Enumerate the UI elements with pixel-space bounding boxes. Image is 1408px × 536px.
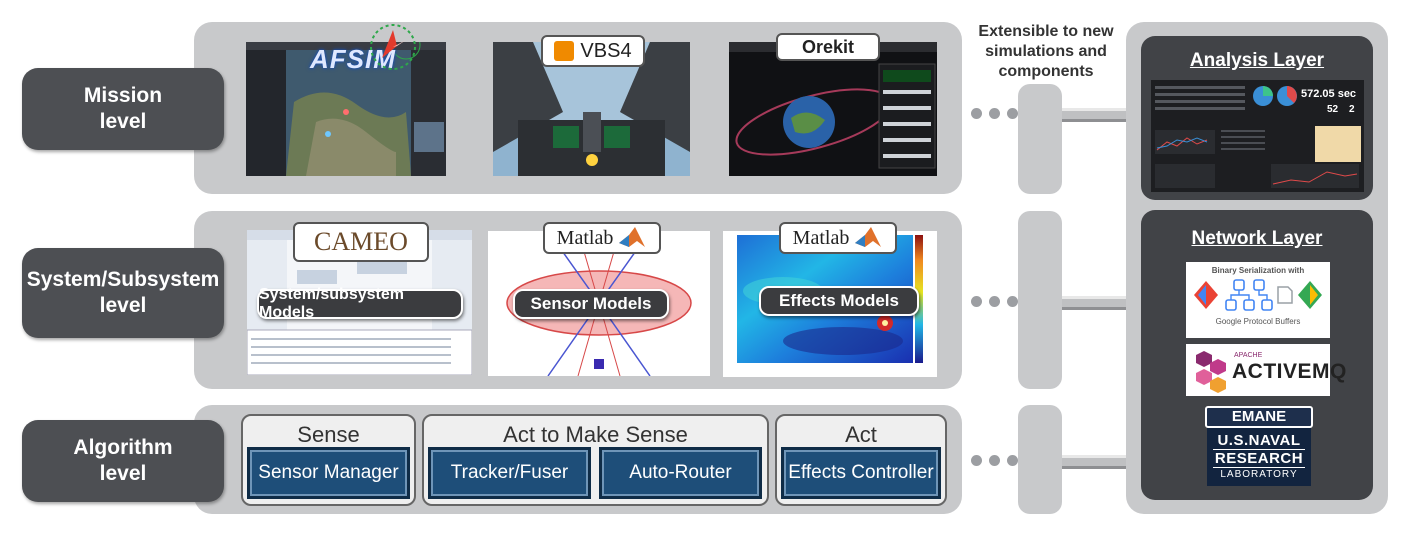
analysis-layer-title: Analysis Layer — [1189, 50, 1325, 71]
activemq-icon — [1196, 351, 1226, 393]
sense-group-title: Sense — [297, 422, 360, 447]
emane-label: EMANE — [1205, 406, 1313, 428]
effects-controller-box: Effects Controller — [781, 447, 941, 499]
sensor-manager-box: Sensor Manager — [247, 447, 410, 499]
nrl-line1: U.S.NAVAL — [1217, 432, 1301, 449]
tracker-fuser-box: Tracker/Fuser — [428, 447, 591, 499]
cameo-label: CAMEO — [314, 227, 408, 256]
activemq-name: ACTIVEMQ — [1232, 360, 1347, 383]
sensor-models-label: Sensor Models — [513, 289, 669, 319]
network-layer-title: Network Layer — [1191, 228, 1323, 249]
activemq-small: APACHE — [1234, 352, 1263, 359]
protobuf-logo: Binary Serialization with Google Protoco… — [1186, 262, 1330, 338]
mission-connector — [1062, 108, 1130, 122]
nrl-line2: RESEARCH — [1213, 449, 1305, 468]
system-connector — [1062, 296, 1130, 310]
system-models-label: System/subsystem Models — [257, 286, 463, 321]
protobuf-icon — [1194, 279, 1322, 311]
algorithm-connector — [1062, 455, 1130, 469]
act-group-title: Act — [845, 422, 877, 447]
matlab-label-2: Matlab — [792, 226, 850, 249]
system-level-label: System/Subsystem level — [22, 248, 224, 338]
protobuf-heading: Binary Serialization with — [1211, 266, 1305, 275]
mission-level-label: Mission level — [22, 68, 224, 150]
nrl-logo: U.S.NAVAL RESEARCH LABORATORY — [1207, 428, 1311, 486]
integration-bus-mission — [1018, 84, 1062, 194]
activemq-logo: APACHE ACTIVEMQ — [1186, 344, 1346, 396]
protobuf-caption: Google Protocol Buffers — [1215, 317, 1301, 326]
cameo-badge: CAMEO — [293, 222, 429, 262]
matlab-logo-icon — [619, 227, 646, 247]
matlab-label-1: Matlab — [556, 226, 614, 249]
analysis-stat-b: 2 — [1349, 104, 1355, 115]
orekit-badge: Orekit — [776, 33, 880, 61]
matlab-badge-1: Matlab — [543, 222, 661, 254]
algorithm-level-label: Algorithm level — [22, 420, 224, 502]
orekit-screenshot — [729, 42, 937, 176]
matlab-badge-2: Matlab — [779, 222, 897, 254]
mission-more-dots — [971, 108, 1018, 119]
auto-router-box: Auto-Router — [599, 447, 762, 499]
vbs4-label: VBS4 — [580, 39, 632, 62]
analysis-layer-panel: Analysis Layer 572.05 sec 52 2 — [1141, 36, 1373, 200]
integration-bus-system — [1018, 211, 1062, 389]
network-layer-panel: Network Layer Binary Serialization with … — [1141, 210, 1373, 500]
analysis-dashboard: 572.05 sec 52 2 — [1151, 80, 1364, 192]
afsim-screenshot — [246, 42, 446, 176]
act-to-make-sense-group-title: Act to Make Sense — [503, 422, 688, 447]
afsim-logo: AFSIM — [310, 44, 396, 74]
compass-icon — [370, 24, 416, 70]
extensible-note: Extensible to new simulations and compon… — [978, 23, 1114, 80]
analysis-stat-time: 572.05 sec — [1301, 88, 1357, 100]
nrl-line3: LABORATORY — [1220, 469, 1298, 480]
vbs4-badge: VBS4 — [541, 35, 645, 67]
vbs4-logo-icon — [554, 41, 575, 61]
integration-bus-algorithm — [1018, 405, 1062, 514]
system-more-dots — [971, 296, 1018, 307]
analysis-stat-a: 52 — [1327, 104, 1339, 115]
effects-models-label: Effects Models — [759, 286, 919, 316]
algorithm-more-dots — [971, 455, 1018, 466]
matlab-logo-icon — [855, 227, 882, 247]
